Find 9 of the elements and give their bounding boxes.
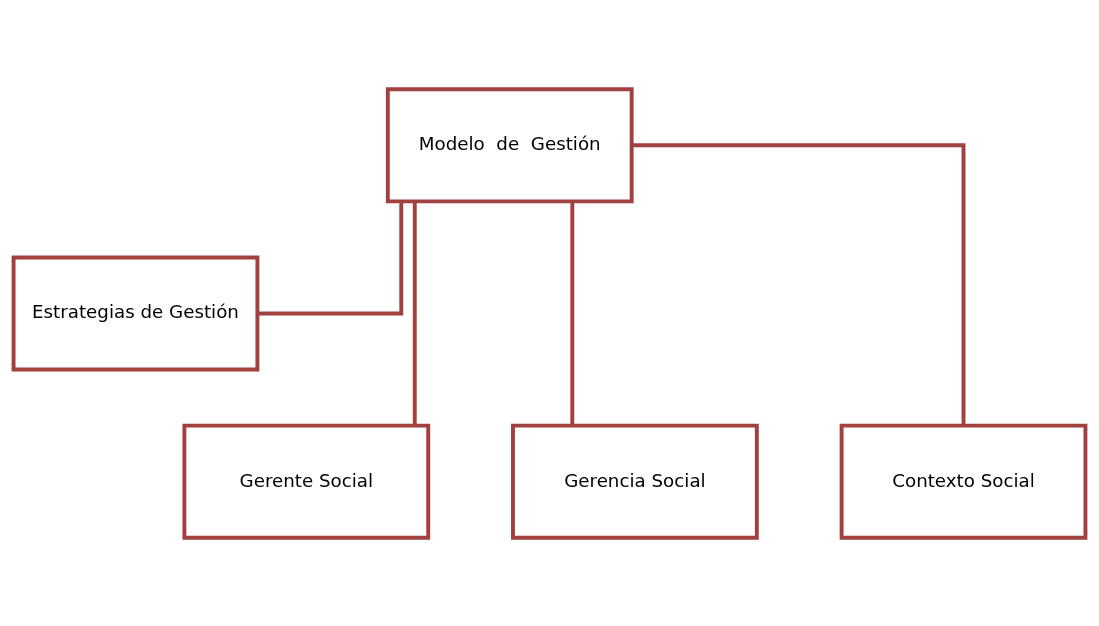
connector — [412, 201, 417, 425]
connector — [257, 201, 404, 315]
node-box: Gerente Social — [182, 423, 431, 540]
node-box: Modelo de Gestión — [385, 86, 634, 203]
connector — [631, 142, 966, 425]
node-box: Gerencia Social — [511, 423, 759, 540]
node-box: Contexto Social — [839, 423, 1088, 540]
connector — [570, 201, 575, 425]
node-box: Estrategias de Gestión — [11, 254, 260, 372]
